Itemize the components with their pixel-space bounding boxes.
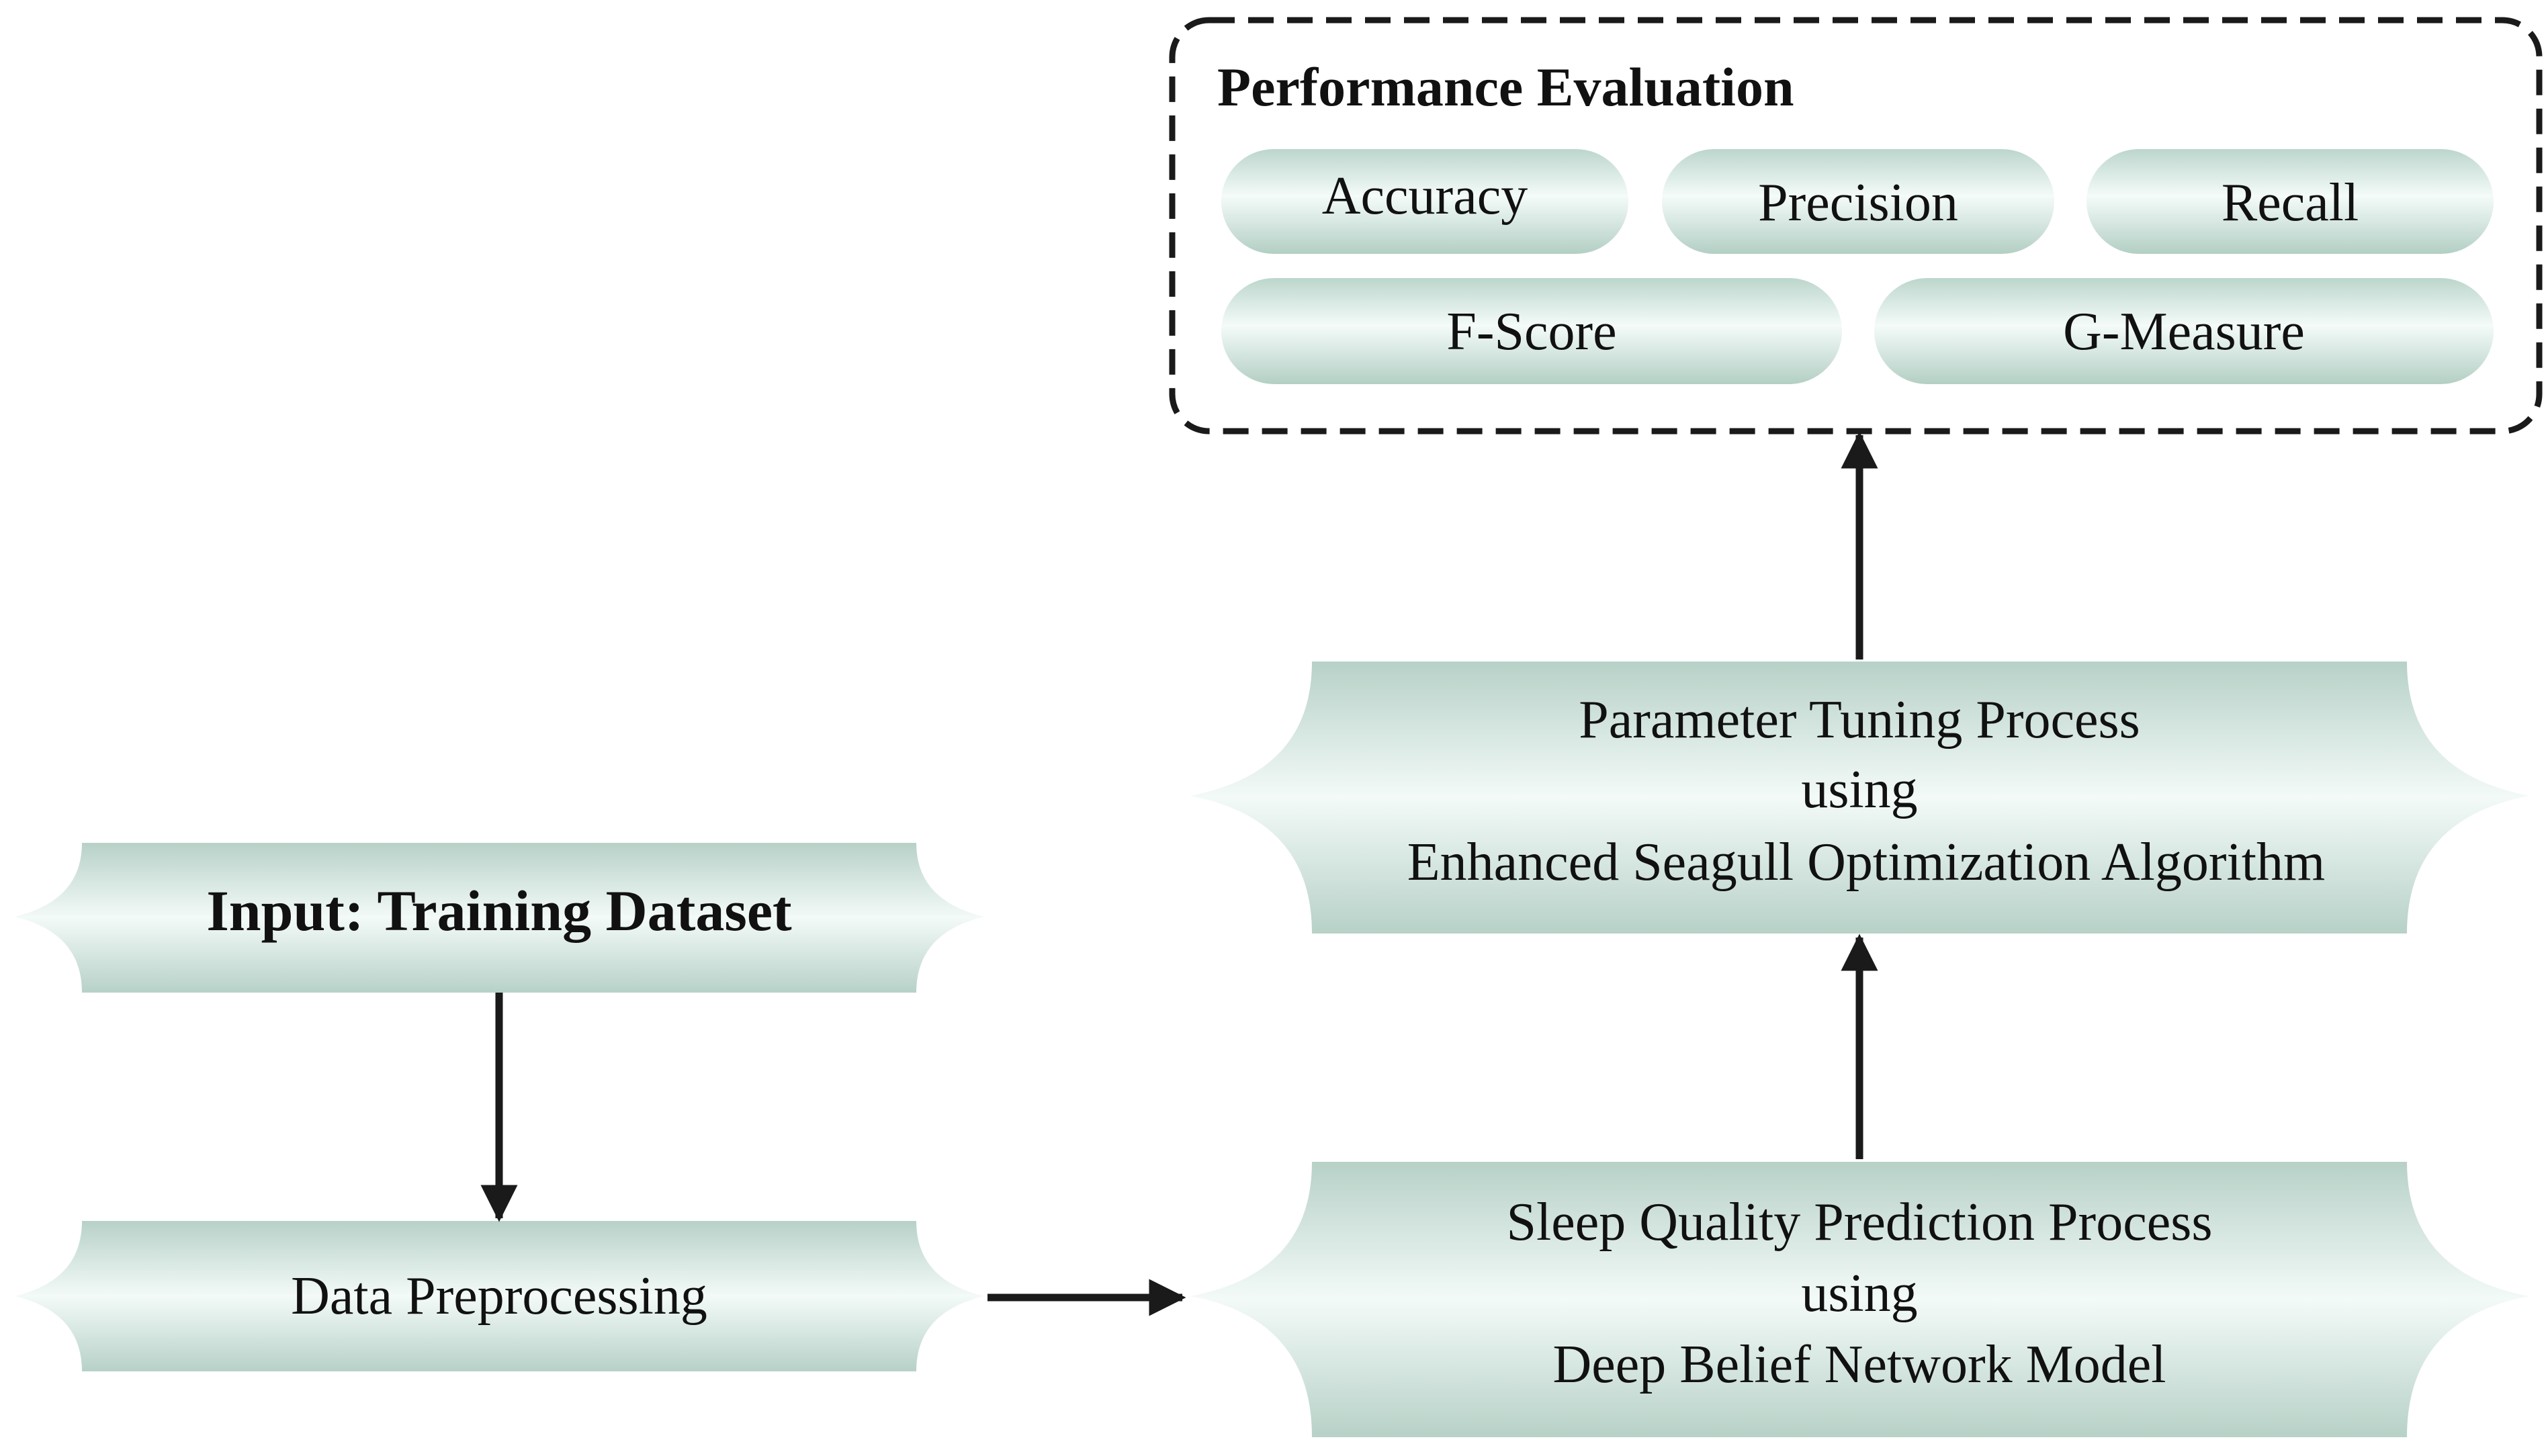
sleep-quality-prediction-node: Sleep Quality Prediction Process using D… — [1190, 1162, 2529, 1437]
tuning-line3: Enhanced Seagull Optimization Algorithm — [1407, 833, 2325, 892]
metric-pill-g-measure: G-Measure — [1874, 278, 2494, 384]
node-shape — [15, 843, 984, 993]
node-shape — [1190, 662, 2529, 934]
performance-evaluation-group: Performance Evaluation Accuracy Precisio… — [1169, 17, 2543, 435]
metric-pill-recall: Recall — [2086, 149, 2494, 254]
metric-label: Precision — [1758, 173, 1958, 232]
preprocess-node-label: Data Preprocessing — [291, 1267, 707, 1326]
metric-pill-precision: Precision — [1662, 149, 2054, 254]
node-shape — [15, 1221, 984, 1371]
metric-pill-accuracy: Accuracy — [1221, 149, 1628, 254]
input-training-dataset-node: Input: Training Dataset — [15, 843, 984, 993]
parameter-tuning-node: Parameter Tuning Process using Enhanced … — [1190, 662, 2529, 934]
tuning-line1: Parameter Tuning Process — [1579, 690, 2140, 749]
metric-label: F-Score — [1446, 302, 1616, 361]
prediction-line2: using — [1801, 1264, 1917, 1323]
prediction-line1: Sleep Quality Prediction Process — [1507, 1193, 2213, 1252]
metric-label: Recall — [2222, 173, 2359, 232]
node-shape — [1190, 1162, 2529, 1437]
metric-label: G-Measure — [2063, 302, 2305, 361]
input-node-label: Input: Training Dataset — [206, 878, 792, 943]
performance-evaluation-border — [1169, 17, 2543, 435]
performance-evaluation-title: Performance Evaluation — [1217, 56, 1794, 118]
data-preprocessing-node: Data Preprocessing — [15, 1221, 984, 1371]
metric-pill-f-score: F-Score — [1221, 278, 1842, 384]
prediction-line3: Deep Belief Network Model — [1552, 1335, 2166, 1394]
metric-label: Accuracy — [1322, 167, 1528, 226]
tuning-line2: using — [1801, 760, 1917, 819]
